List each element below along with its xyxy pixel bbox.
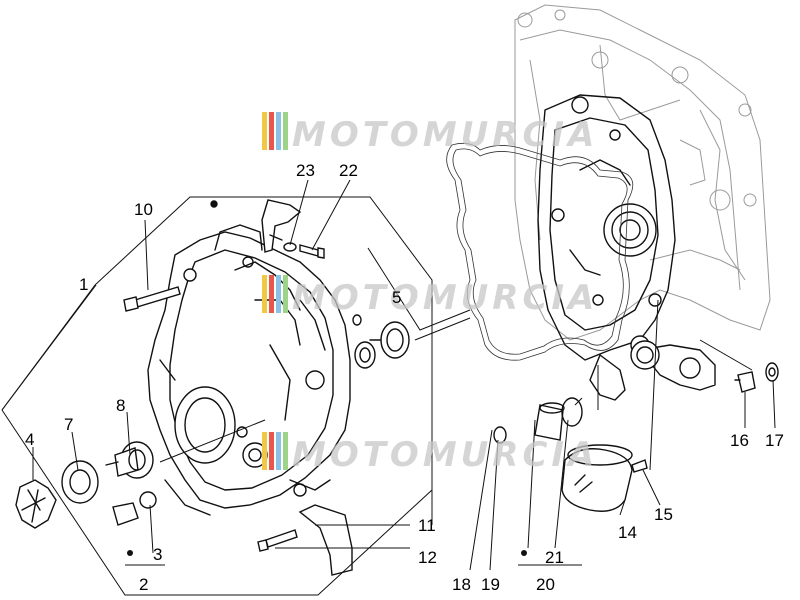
watermark-text: MOTOMURCIA [292,115,598,155]
callout-5: 5 [392,288,401,307]
pump-shaft-8 [105,441,154,479]
engine-case-inner [537,94,716,401]
callout-23: 23 [296,161,315,180]
callout-17: 17 [765,431,784,450]
callout-10: 10 [134,200,153,219]
callout-15: 15 [654,505,673,524]
callout-22: 22 [339,161,358,180]
callout-21: 21 [545,548,564,567]
plug-3 [112,491,157,526]
callout-16: 16 [730,431,749,450]
washer-23 [283,242,297,252]
watermark-bottom: MOTOMURCIA [262,432,598,475]
sensor-16 [734,371,756,393]
leader-lines [1,179,776,571]
callout-7: 7 [64,415,73,434]
watermark-top: MOTOMURCIA [262,112,598,155]
engine-crankcase-background [514,4,771,341]
bearing-5 [352,314,410,369]
filter-screen-19 [493,426,507,444]
callout-14: 14 [618,523,637,542]
callout-20: 20 [536,575,555,594]
cover-bracket [261,199,302,253]
callout-1: 1 [79,275,88,294]
callout-8: 8 [116,396,125,415]
callout-18: 18 [452,575,471,594]
bracket-11 [298,504,353,576]
screw-22 [299,244,325,259]
watermark-middle: MOTOMURCIA [262,275,598,318]
watermark-text: MOTOMURCIA [292,278,598,318]
bolt-12 [257,529,298,552]
callout-2: 2 [139,575,148,594]
callout-12: 12 [418,548,437,567]
callout-11: 11 [418,516,436,535]
callout-labels: 1 2 3 4 5 7 8 10 11 12 14 15 16 17 18 19… [25,161,784,594]
cover-gasket [446,142,634,361]
filter-21 [534,397,583,441]
callout-19: 19 [481,575,500,594]
watermark-text: MOTOMURCIA [292,435,598,475]
callout-4: 4 [25,430,34,449]
washer-17 [765,362,779,382]
impeller-4 [15,479,57,529]
oil-filter-14 [561,444,648,512]
seal-7 [61,460,99,504]
flywheel-cover [147,200,351,516]
screw-10 [123,286,181,312]
callout-3: 3 [153,545,162,564]
